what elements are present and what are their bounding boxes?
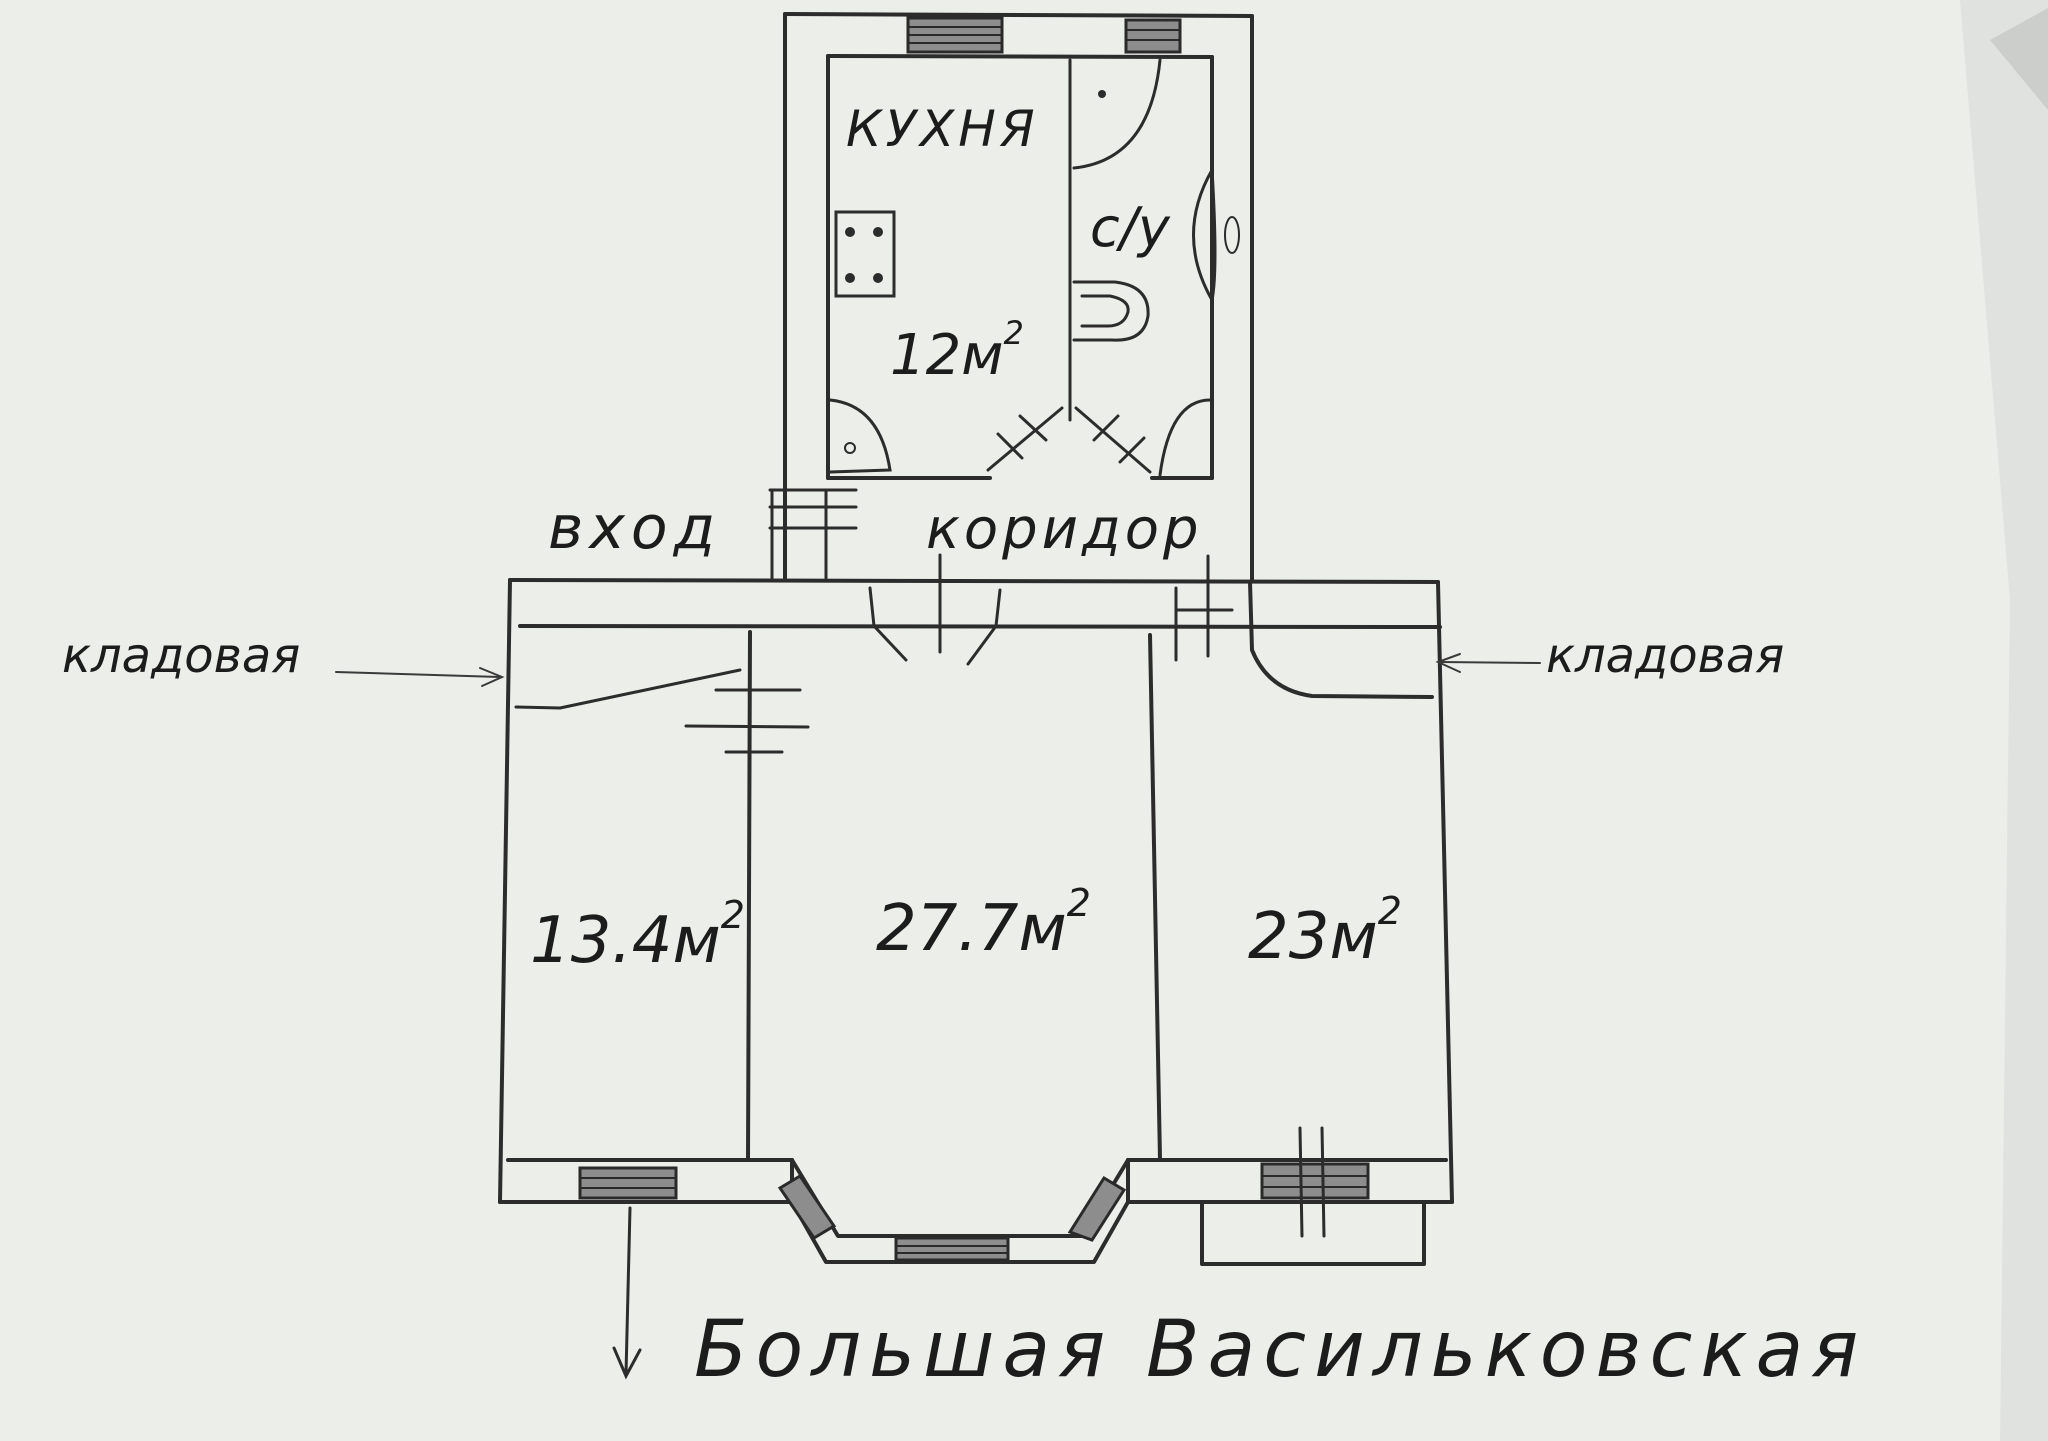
entrance-door <box>768 488 858 580</box>
bath-sink-icon <box>1192 168 1240 305</box>
right-storage-label: кладовая <box>1546 628 1784 684</box>
balcony <box>1200 1202 1426 1266</box>
kitchen-window <box>906 16 1004 54</box>
shower-quarter-icon <box>1072 58 1162 170</box>
kitchen-area: 12м2 <box>890 314 1024 388</box>
entrance-label: вход <box>548 493 721 563</box>
right-room-area: 23м2 <box>1248 889 1402 974</box>
toilet-icon <box>1072 280 1150 342</box>
right-room-window <box>1260 1126 1370 1238</box>
kitchen-sink-icon <box>828 398 892 474</box>
kitchen-label: КУХНЯ <box>846 100 1039 158</box>
stove-icon <box>834 210 896 298</box>
bay-window-center <box>894 1236 1010 1262</box>
upper-wing-walls <box>783 12 1254 582</box>
left-storage-partition <box>514 668 810 754</box>
paper-shadow-edge <box>1960 0 2048 1441</box>
left-storage-label: кладовая <box>62 628 300 684</box>
bathroom-window <box>1124 18 1182 54</box>
washer-corner-icon <box>1158 398 1212 477</box>
center-room-area: 27.7м2 <box>876 881 1091 966</box>
right-room-door <box>1174 554 1234 662</box>
right-storage-arrow <box>1435 653 1541 673</box>
main-block-walls <box>498 578 1454 1204</box>
street-name: Большая Васильковская <box>694 1305 1866 1395</box>
corridor-label: коридор <box>926 497 1203 562</box>
bay-window-left <box>777 1173 837 1241</box>
bathroom-door <box>1074 406 1152 474</box>
left-storage-arrow <box>335 667 505 687</box>
bay-window-right <box>1067 1175 1127 1242</box>
bathroom-label: с/у <box>1090 196 1171 259</box>
street-arrow <box>612 1206 642 1380</box>
left-room-window <box>578 1166 678 1200</box>
kitchen-door <box>986 406 1064 472</box>
right-storage-partition <box>1248 580 1434 699</box>
left-room-area: 13.4м2 <box>530 893 745 978</box>
center-room-door <box>868 553 1002 666</box>
